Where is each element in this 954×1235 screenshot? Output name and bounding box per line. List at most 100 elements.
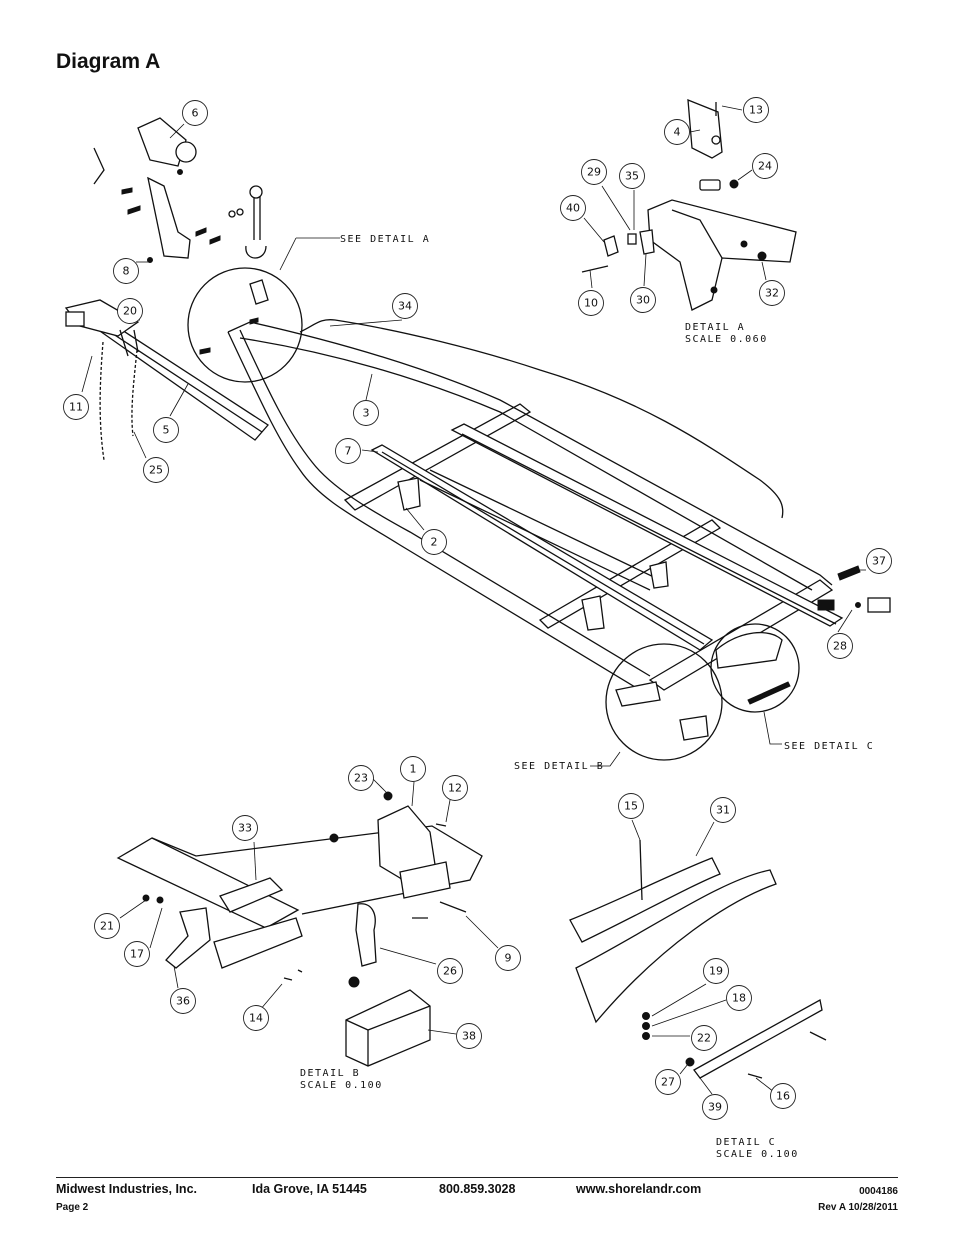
svg-text:34: 34: [398, 300, 412, 313]
detail-c-scale: SCALE 0.100: [716, 1149, 799, 1160]
callout-40: 40: [560, 195, 586, 221]
svg-text:12: 12: [448, 782, 462, 795]
safety-chain: [99, 341, 105, 461]
callout-8: 8: [113, 258, 139, 284]
callout-12: 12: [442, 775, 468, 801]
callout-38: 38: [456, 1023, 482, 1049]
callout-34: 34: [392, 293, 418, 319]
callout-4: 4: [664, 119, 690, 145]
svg-text:29: 29: [587, 166, 601, 179]
svg-text:11: 11: [69, 401, 83, 414]
svg-text:36: 36: [176, 995, 190, 1008]
detail-a-title: DETAIL A: [685, 322, 745, 333]
callout-6: 6: [182, 100, 208, 126]
svg-text:23: 23: [354, 772, 368, 785]
detail-a-drawing: [581, 99, 797, 311]
footer-page: Page 2: [56, 1202, 89, 1213]
svg-text:25: 25: [149, 464, 163, 477]
svg-text:26: 26: [443, 965, 457, 978]
callout-15: 15: [618, 793, 644, 819]
callout-13: 13: [743, 97, 769, 123]
detail-b-scale: SCALE 0.100: [300, 1080, 383, 1091]
detail-b-title: DETAIL B: [300, 1068, 360, 1079]
callout-16: 16: [770, 1083, 796, 1109]
svg-text:27: 27: [661, 1076, 675, 1089]
svg-text:13: 13: [749, 104, 763, 117]
callout-33: 33: [232, 815, 258, 841]
svg-text:3: 3: [363, 407, 370, 420]
footer-city: Ida Grove, IA 51445: [252, 1182, 367, 1196]
diagram-title: Diagram A: [56, 50, 161, 73]
callout-25: 25: [143, 457, 169, 483]
svg-text:21: 21: [100, 920, 114, 933]
callout-7: 7: [335, 438, 361, 464]
winch-stand: [93, 117, 267, 263]
svg-text:19: 19: [709, 965, 723, 978]
callout-14: 14: [243, 1005, 269, 1031]
svg-text:38: 38: [462, 1030, 476, 1043]
svg-text:16: 16: [776, 1090, 790, 1103]
svg-text:18: 18: [732, 992, 746, 1005]
see-detail-b-label: SEE DETAIL B: [514, 761, 604, 772]
callout-32: 32: [759, 280, 785, 306]
footer-website[interactable]: www.shorelandr.com: [576, 1182, 702, 1196]
cross-member-mid: [538, 519, 722, 629]
svg-text:37: 37: [872, 555, 886, 568]
cross-member-rear: [648, 579, 834, 691]
svg-text:15: 15: [624, 800, 638, 813]
leader-lines: [81, 105, 866, 1095]
bunk-right: [450, 423, 844, 627]
svg-text:35: 35: [625, 170, 639, 183]
svg-text:20: 20: [123, 305, 137, 318]
callout-39: 39: [702, 1094, 728, 1120]
svg-text:33: 33: [238, 822, 252, 835]
callout-9: 9: [495, 945, 521, 971]
svg-text:22: 22: [697, 1032, 711, 1045]
svg-text:1: 1: [410, 763, 417, 776]
callout-21: 21: [94, 913, 120, 939]
svg-text:32: 32: [765, 287, 779, 300]
svg-text:14: 14: [249, 1012, 263, 1025]
callout-27: 27: [655, 1069, 681, 1095]
svg-text:30: 30: [636, 294, 650, 307]
detail-a-scale: SCALE 0.060: [685, 334, 768, 345]
detail-c-title: DETAIL C: [716, 1137, 776, 1148]
callout-5: 5: [153, 417, 179, 443]
detail-b-drawing: [116, 791, 483, 1067]
callout-24: 24: [752, 153, 778, 179]
svg-text:24: 24: [758, 160, 772, 173]
svg-text:31: 31: [716, 804, 730, 817]
callout-10: 10: [578, 290, 604, 316]
trailer-frame: [64, 299, 891, 701]
bunk-bracket: [397, 477, 421, 511]
footer-phone: 800.859.3028: [439, 1182, 516, 1196]
svg-text:39: 39: [708, 1101, 722, 1114]
right-rail: [227, 321, 833, 586]
wiring-harness: [299, 319, 784, 519]
footer-company: Midwest Industries, Inc.: [56, 1182, 197, 1196]
svg-text:40: 40: [566, 202, 580, 215]
detail-c-drawing: [569, 839, 827, 1079]
left-rail: [227, 331, 661, 701]
callout-29: 29: [581, 159, 607, 185]
svg-text:17: 17: [130, 948, 144, 961]
callout-2: 2: [421, 529, 447, 555]
callout-36: 36: [170, 988, 196, 1014]
detail-b-zoom-circle: [605, 643, 723, 761]
callout-30: 30: [630, 287, 656, 313]
callout-35: 35: [619, 163, 645, 189]
callout-11: 11: [63, 394, 89, 420]
callout-18: 18: [726, 985, 752, 1011]
callout-28: 28: [827, 633, 853, 659]
callout-1: 1: [400, 756, 426, 782]
svg-text:9: 9: [505, 952, 512, 965]
detail-c-zoom-circle: [710, 623, 800, 713]
callout-22: 22: [691, 1025, 717, 1051]
svg-text:28: 28: [833, 640, 847, 653]
footer-divider: [56, 1177, 898, 1178]
svg-text:6: 6: [192, 107, 199, 120]
footer-revision: Rev A 10/28/2011: [818, 1202, 898, 1213]
svg-text:7: 7: [345, 445, 352, 458]
svg-text:5: 5: [163, 424, 170, 437]
callout-19: 19: [703, 958, 729, 984]
